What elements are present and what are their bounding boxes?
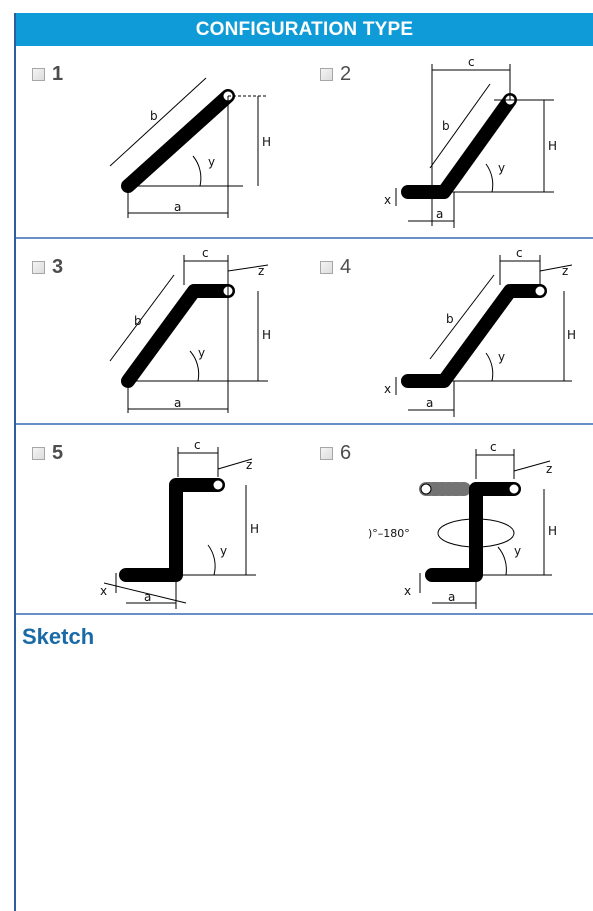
dim-h-label: H [262,328,271,342]
dim-z-label: z [562,264,568,278]
config-row-1: 1 b y H a 2 [16,46,593,239]
config-6-checkbox[interactable] [320,446,333,460]
config-row-2: 3 c z b y H a 4 [16,239,593,425]
dim-h-label: H [548,524,557,538]
dim-b-label: b [446,312,454,326]
dim-a-label: a [174,396,181,410]
config-1-number: 1 [52,63,64,85]
config-3-diagram: c z b y H a [109,246,271,413]
dim-h-label: H [567,328,576,342]
config-5-number: 5 [52,442,64,464]
dim-x-label: x [404,584,411,598]
config-2-number: 2 [340,63,352,85]
dim-a-label: a [436,207,443,221]
config-4-number: 4 [340,256,352,278]
config-1-checkbox[interactable] [32,67,45,81]
dim-a-label: a [448,590,455,604]
config-2-diagram: c b y H x a [384,55,557,228]
dim-a-label: a [174,200,181,214]
dim-y-label: y [220,544,227,558]
sketch-title: Sketch [22,624,95,649]
config-option-6: 6 )°–180° c z y H x a [304,425,593,613]
sketch-area[interactable] [16,655,593,911]
config-6-number: 6 [340,442,352,464]
config-5-checkbox[interactable] [32,446,45,460]
config-3-number: 3 [52,256,64,278]
rotation-label: )°–180° [368,527,410,540]
dim-z-label: z [246,458,252,472]
dim-c-label: c [194,438,201,452]
config-5-diagram: c z y H x a [100,438,259,609]
configuration-type-header: CONFIGURATION TYPE [16,13,593,46]
config-2-checkbox[interactable] [320,67,333,81]
dim-y-label: y [198,346,205,360]
config-4-checkbox[interactable] [320,260,333,274]
config-4-diagram: c z b y H x a [384,246,576,417]
config-option-1: 1 b y H a [16,46,304,237]
dim-y-label: y [498,161,505,175]
dim-y-label: y [498,350,505,364]
config-3-checkbox[interactable] [32,260,45,274]
dim-c-label: c [202,246,209,260]
config-6-diagram: )°–180° c z y H x a [368,440,557,609]
dim-b-label: b [150,109,158,123]
dim-y-label: y [514,544,521,558]
dim-a-label: a [426,396,433,410]
config-option-5: 5 c z y H x a [16,425,304,613]
form-frame [14,13,593,911]
config-1-diagram: b y H a [109,77,271,218]
dim-h-label: H [250,522,259,536]
dim-b-label: b [134,314,142,328]
dim-c-label: c [468,55,475,69]
dim-x-label: x [384,193,391,207]
dim-h-label: H [262,135,271,149]
dim-z-label: z [258,264,264,278]
dim-x-label: x [384,382,391,396]
dim-h-label: H [548,139,557,153]
dim-z-label: z [546,462,552,476]
dim-x-label: x [100,584,107,598]
dim-b-label: b [442,119,450,133]
config-option-4: 4 c z b y H x a [304,239,593,423]
dim-c-label: c [516,246,523,260]
config-row-3: 5 c z y H x a 6 [16,425,593,615]
dim-a-label: a [144,590,151,604]
dim-y-label: y [208,155,215,169]
config-option-3: 3 c z b y H a [16,239,304,423]
dim-c-label: c [490,440,497,454]
config-option-2: 2 c b y H x a [304,46,593,237]
